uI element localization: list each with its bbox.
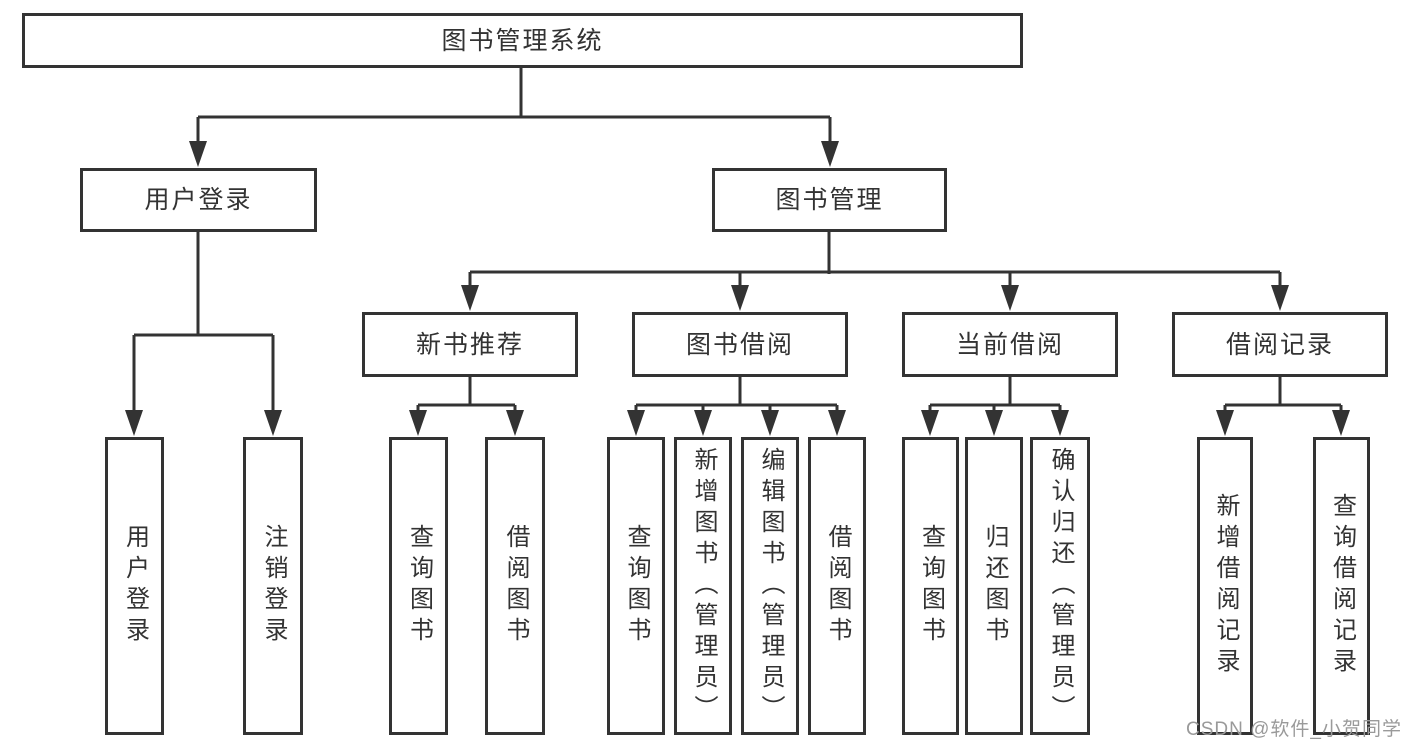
- arrowhead: [828, 410, 846, 436]
- node-label: 注销登录: [260, 524, 287, 648]
- arrowhead: [694, 410, 712, 436]
- node-book-borrowing: 图书借阅: [632, 312, 848, 377]
- arrowhead: [761, 410, 779, 436]
- node-leaf-confirm-return-admin: 确认归还（管理员）: [1030, 437, 1090, 735]
- node-label: 图书管理: [775, 186, 884, 214]
- node-label: 确认归还（管理员）: [1047, 446, 1074, 726]
- node-current-borrowing: 当前借阅: [902, 312, 1118, 377]
- arrowhead: [409, 410, 427, 436]
- node-label: 归还图书: [981, 524, 1008, 648]
- node-label: 查询图书: [623, 524, 650, 648]
- node-leaf-query-books-borrowing: 查询图书: [607, 437, 665, 735]
- node-leaf-query-books-current: 查询图书: [902, 437, 959, 735]
- arrowhead: [506, 410, 524, 436]
- node-leaf-borrow-books-recommend: 借阅图书: [485, 437, 545, 735]
- arrowhead: [461, 285, 479, 311]
- node-label: 图书管理系统: [441, 26, 604, 55]
- node-label: 新增图书（管理员）: [690, 446, 717, 726]
- node-leaf-add-borrow-record: 新增借阅记录: [1197, 437, 1253, 735]
- arrowhead: [264, 410, 282, 436]
- node-label: 查询图书: [917, 524, 945, 648]
- arrowhead: [821, 141, 839, 167]
- node-root: 图书管理系统: [22, 13, 1023, 68]
- node-label: 借阅图书: [824, 524, 851, 648]
- node-leaf-borrow-books-borrowing: 借阅图书: [808, 437, 866, 735]
- arrowhead: [125, 410, 143, 436]
- arrowhead: [921, 410, 939, 436]
- node-label: 查询图书: [405, 524, 433, 648]
- arrowhead: [1001, 285, 1019, 311]
- node-borrowing-records: 借阅记录: [1172, 312, 1388, 377]
- node-leaf-user-login: 用户登录: [105, 437, 164, 735]
- node-leaf-logout: 注销登录: [243, 437, 303, 735]
- arrowhead: [627, 410, 645, 436]
- node-new-book-recommend: 新书推荐: [362, 312, 578, 377]
- arrowhead: [1332, 410, 1350, 436]
- node-label: 借阅图书: [502, 524, 529, 648]
- node-label: 编辑图书（管理员）: [757, 446, 784, 726]
- arrowhead: [985, 410, 1003, 436]
- node-leaf-query-books-recommend: 查询图书: [389, 437, 448, 735]
- arrowhead: [1271, 285, 1289, 311]
- node-label: 新书推荐: [415, 330, 524, 359]
- csdn-watermark: CSDN @软件_小贺同学: [1186, 719, 1402, 740]
- node-label: 图书借阅: [685, 330, 794, 359]
- arrowhead: [1051, 410, 1069, 436]
- node-book-management: 图书管理: [712, 168, 947, 232]
- node-label: 用户登录: [121, 524, 149, 648]
- node-label: 当前借阅: [955, 330, 1064, 359]
- arrowhead: [1216, 410, 1234, 436]
- node-leaf-return-books: 归还图书: [965, 437, 1023, 735]
- node-user-login: 用户登录: [80, 168, 317, 232]
- node-label: 新增借阅记录: [1212, 493, 1239, 679]
- node-leaf-add-books-admin: 新增图书（管理员）: [674, 437, 732, 735]
- node-leaf-query-borrow-record: 查询借阅记录: [1313, 437, 1370, 735]
- node-label: 用户登录: [144, 186, 253, 214]
- node-leaf-edit-books-admin: 编辑图书（管理员）: [741, 437, 799, 735]
- node-label: 查询借阅记录: [1328, 493, 1356, 679]
- arrowhead: [189, 141, 207, 167]
- node-label: 借阅记录: [1225, 330, 1334, 359]
- arrowhead: [731, 285, 749, 311]
